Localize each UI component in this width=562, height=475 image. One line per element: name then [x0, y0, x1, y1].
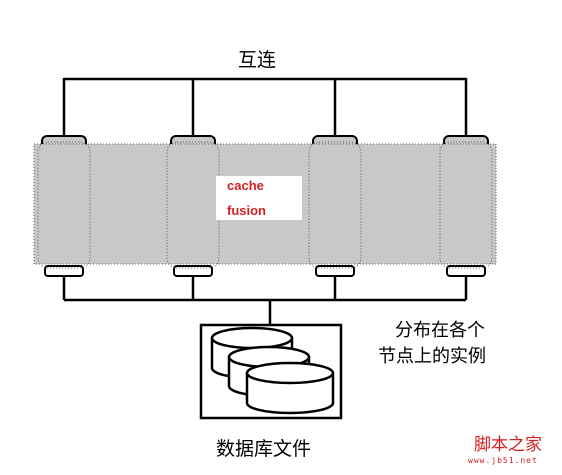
- node-2-bottom-connector: [173, 265, 213, 277]
- node-1-bottom-connector: [44, 265, 84, 277]
- watermark-logo: 脚本之家: [474, 435, 542, 455]
- node-4-bottom-connector: [446, 265, 486, 277]
- node-tabs-bottom: [44, 265, 486, 277]
- interconnect-label: 互连: [238, 49, 277, 71]
- instances-label-line2: 节点上的实例: [378, 346, 486, 367]
- instance-4: [439, 141, 493, 269]
- cache-fusion-label-line1: cache: [227, 178, 264, 193]
- cylinder-front: [245, 361, 335, 415]
- instance-1: [37, 141, 91, 269]
- cache-fusion-box: [216, 176, 302, 220]
- instance-2: [166, 141, 220, 269]
- node-3-bottom-connector: [315, 265, 355, 277]
- database-cylinders: [210, 326, 335, 415]
- interconnect-bus: [62, 77, 468, 138]
- instance-outlines: [37, 141, 493, 269]
- storage-bus: [62, 277, 468, 325]
- cache-fusion-label-line2: fusion: [227, 203, 266, 218]
- instances-label-line1: 分布在各个: [395, 320, 485, 341]
- watermark-url: www.jb51.net: [468, 456, 538, 465]
- instance-3: [308, 141, 362, 269]
- database-files-label: 数据库文件: [216, 438, 312, 460]
